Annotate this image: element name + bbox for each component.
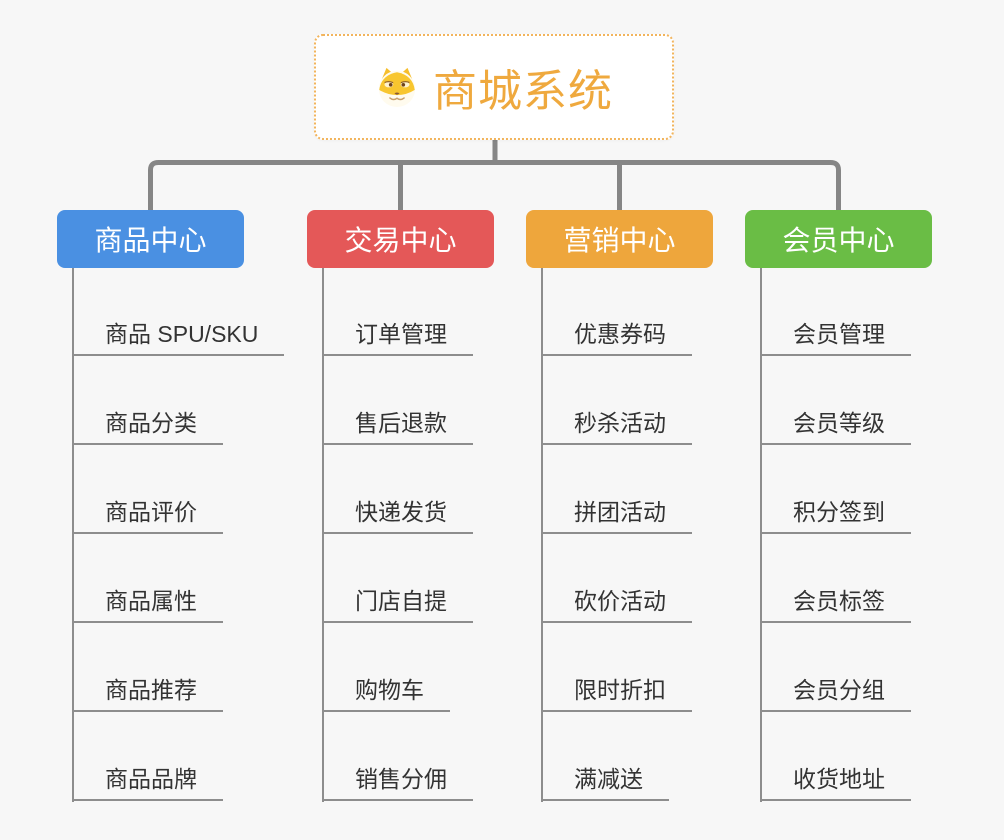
child-topic[interactable]: 会员标签 (760, 584, 911, 623)
branch-bus-line (148, 160, 841, 210)
child-topic[interactable]: 销售分佣 (322, 762, 473, 801)
child-topic[interactable]: 商品 SPU/SKU (72, 317, 285, 356)
child-topic[interactable]: 商品分类 (72, 406, 223, 445)
child-topic[interactable]: 会员等级 (760, 406, 911, 445)
branch-child-connector (541, 268, 543, 802)
child-topic[interactable]: 售后退款 (322, 406, 473, 445)
child-topic[interactable]: 商品推荐 (72, 673, 223, 712)
root-topic[interactable]: 商城系统 (314, 34, 674, 140)
branch-topic-trade-center[interactable]: 交易中心 (307, 210, 494, 268)
branch-label: 营销中心 (563, 225, 676, 256)
dog-face-icon (378, 67, 416, 108)
child-topic[interactable]: 购物车 (322, 673, 450, 712)
child-topic[interactable]: 商品评价 (72, 495, 223, 534)
branch-label: 交易中心 (344, 225, 457, 256)
child-topic[interactable]: 会员分组 (760, 673, 911, 712)
branch-topic-member-center[interactable]: 会员中心 (745, 210, 932, 268)
child-topic[interactable]: 收货地址 (760, 762, 911, 801)
child-topic[interactable]: 满减送 (541, 762, 669, 801)
child-topic[interactable]: 优惠券码 (541, 317, 692, 356)
child-topic[interactable]: 积分签到 (760, 495, 911, 534)
branch-child-connector (760, 268, 762, 802)
child-topic[interactable]: 拼团活动 (541, 495, 692, 534)
branch-topic-marketing-center[interactable]: 营销中心 (526, 210, 713, 268)
child-topic[interactable]: 快递发货 (322, 495, 473, 534)
child-topic[interactable]: 秒杀活动 (541, 406, 692, 445)
branch-label: 会员中心 (782, 225, 895, 256)
root-topic-title: 商城系统 (433, 67, 613, 116)
branch-label: 商品中心 (94, 225, 207, 256)
branch-topic-product-center[interactable]: 商品中心 (57, 210, 244, 268)
child-topic[interactable]: 砍价活动 (541, 584, 692, 623)
child-topic[interactable]: 订单管理 (322, 317, 473, 356)
child-topic[interactable]: 门店自提 (322, 584, 473, 623)
branch-child-connector (322, 268, 324, 802)
child-topic[interactable]: 商品品牌 (72, 762, 223, 801)
child-topic[interactable]: 限时折扣 (541, 673, 692, 712)
child-topic[interactable]: 商品属性 (72, 584, 223, 623)
branch-child-connector (72, 268, 74, 802)
child-topic[interactable]: 会员管理 (760, 317, 911, 356)
